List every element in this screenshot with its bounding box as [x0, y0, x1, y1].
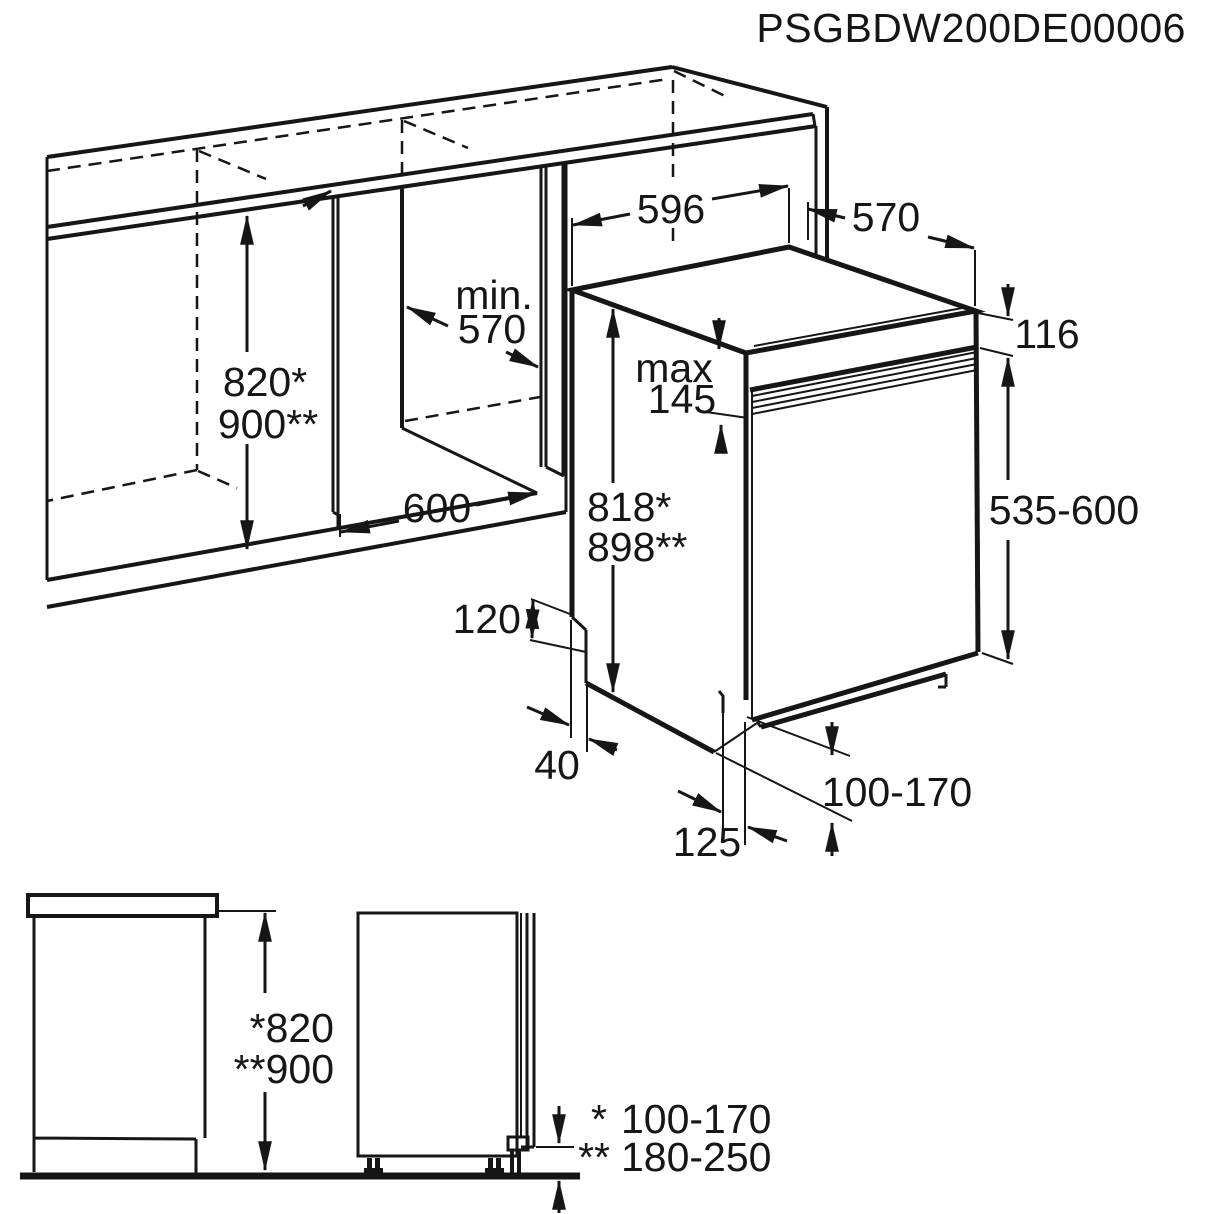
label-appliance-height-1: 818* [587, 484, 671, 530]
niche-front-strip [561, 163, 568, 512]
dim-worktop-height: 820* 900** [218, 214, 318, 551]
label-niche-depth-1: min. [455, 272, 532, 318]
plinth-strip-ends [755, 674, 948, 728]
dim-niche-width: 600 [339, 485, 539, 537]
feet [364, 1150, 521, 1174]
label-niche-width: 600 [403, 485, 471, 531]
label-rear-notch-height: 120 [453, 596, 521, 642]
dishwasher-front-right-edge [973, 310, 981, 653]
dim-door-height: 535-600 [981, 356, 1139, 665]
hidden-rear-line [46, 77, 669, 173]
dishwasher-top-face [562, 244, 986, 356]
plinth-bottom-line [46, 510, 567, 609]
hidden-bottom-left [46, 468, 198, 503]
label-panel-max-2: 145 [648, 376, 716, 422]
dim-panel-max: max 145 [635, 318, 749, 454]
label-panel-max-1: max [635, 345, 713, 391]
dim-top-width: 596 [571, 184, 790, 286]
hidden-rear-corner [673, 69, 728, 99]
label-top-width: 596 [637, 186, 705, 232]
dim-top-depth: 570 [806, 194, 976, 306]
label-plinth-depth: 125 [673, 819, 741, 865]
dim-plinth-depth: 125 [673, 696, 788, 865]
label-door-height: 535-600 [989, 487, 1139, 533]
label-top-frame: 116 [1014, 311, 1079, 357]
worktop-front-bottom-edge [46, 124, 817, 241]
kitchen-counter [45, 65, 829, 609]
worktop-right-rear-edge [671, 65, 828, 109]
label-feet-row2-value: 180-250 [621, 1134, 771, 1180]
niche-left-partition [331, 197, 340, 528]
label-side-height-1: *820 [250, 1005, 334, 1051]
label-feet-row1-marker: * [591, 1096, 607, 1142]
door-bottom-edge [751, 650, 979, 723]
worktop-section [26, 893, 219, 918]
dim-niche-depth: min. 570 [302, 189, 540, 369]
label-worktop-height-2: 900** [218, 401, 318, 447]
drawing-id-title: PSGBDW200DE00006 [756, 5, 1186, 51]
label-feet-row1-value: 100-170 [621, 1096, 771, 1142]
label-worktop-height-1: 820* [223, 359, 307, 405]
dim-rear-notch-height: 120 [453, 596, 587, 653]
control-panel-strip [751, 351, 978, 415]
worktop-front-top-edge [46, 112, 814, 229]
niche-floor-left-edge [401, 426, 538, 495]
hidden-bottom-right [197, 469, 238, 490]
plinth-strip [760, 671, 947, 730]
dim-feet-range: 100-170 [715, 716, 972, 856]
side-view-cabinet: *820 **900 [26, 893, 334, 1173]
door-layer-2 [521, 913, 536, 1149]
worktop-right-cap [811, 113, 817, 127]
niche [331, 163, 568, 528]
label-rear-notch-depth: 40 [534, 742, 580, 788]
niche-right-wall [539, 166, 565, 478]
dim-rear-notch-depth: 40 [526, 620, 619, 788]
worktop-rear-edge [46, 65, 673, 159]
label-side-height-2: **900 [234, 1046, 334, 1092]
hidden-partition-1-top [198, 149, 267, 181]
label-top-depth: 570 [852, 194, 920, 240]
door-top-edge [749, 344, 978, 393]
dim-top-frame: 116 [977, 284, 1080, 357]
label-feet-range: 100-170 [822, 769, 972, 815]
base-bottom-line [713, 722, 758, 753]
hidden-partition-2-top [403, 119, 469, 150]
side-view-dishwasher: * 100-170 ** 180-250 [356, 911, 771, 1213]
cabinet-outline [32, 917, 207, 1173]
dishwasher-top-inner-line [753, 306, 969, 347]
label-niche-depth-2: 570 [458, 306, 526, 352]
side-bottom-edge [584, 680, 716, 755]
niche-floor-rear-edge [404, 395, 541, 423]
label-appliance-height-2: 898** [587, 524, 687, 570]
dishwasher [562, 244, 986, 755]
rear-notch [570, 615, 588, 683]
label-feet-row2-marker: ** [578, 1134, 610, 1180]
plinth-top-line [46, 491, 538, 582]
dishwasher-body-section [356, 911, 519, 1158]
dim-appliance-height: 818* 898** [587, 307, 687, 694]
